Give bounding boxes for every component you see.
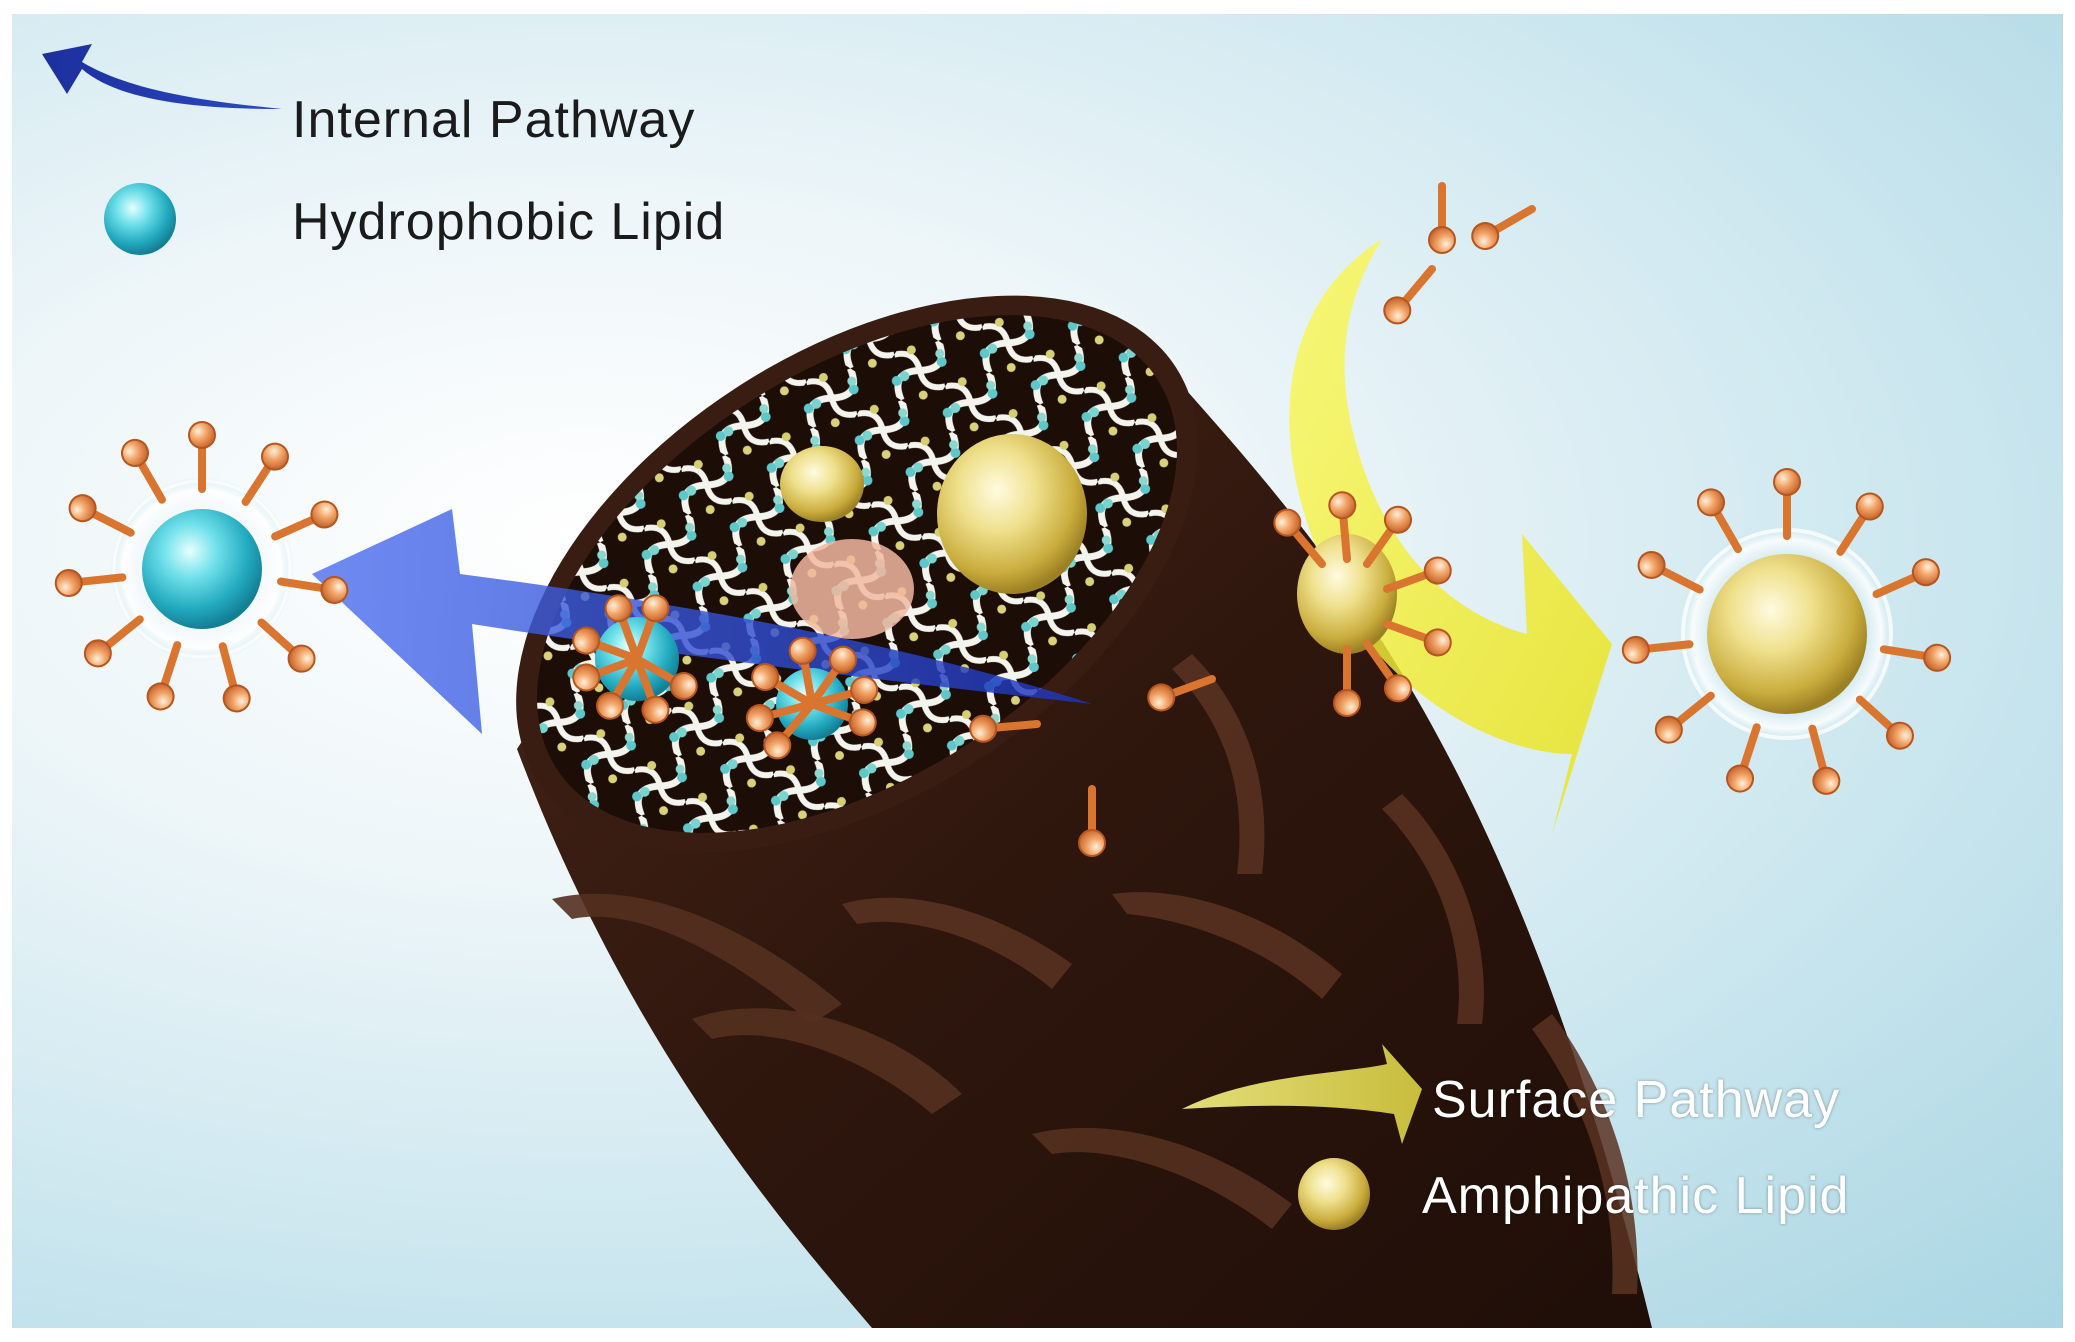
legend-hydrophobic-lipid-label: Hydrophobic Lipid <box>292 193 726 251</box>
emulsifying-hydrophobic-lipid <box>744 636 880 764</box>
internal-amphipathic-droplet <box>780 446 864 522</box>
micelle-icon <box>54 422 349 714</box>
surface-pathway-arrow-icon <box>1182 1044 1422 1144</box>
legend-amphipathic-lipid-label: Amphipathic Lipid <box>1422 1167 1850 1225</box>
amphipathic-lipid-icon <box>1298 1158 1370 1230</box>
internal-amphipathic-droplet <box>937 434 1087 594</box>
hydrophobic-lipid-icon <box>104 183 176 255</box>
micelle-icon <box>1622 469 1952 797</box>
illustration-canvas: Internal Pathway Hydrophobic Lipid Surfa… <box>12 14 2063 1328</box>
internal-pathway-flow-arrow <box>312 509 1092 734</box>
legend-surface-pathway-label: Surface Pathway <box>1432 1071 1841 1129</box>
internal-pathway-arrow-icon <box>42 44 282 109</box>
emulsifying-amphipathic-lipid <box>1269 491 1454 716</box>
hair-washing-diagram <box>42 44 2063 1328</box>
hair-fiber-icon <box>516 295 1652 1328</box>
surface-pathway-flow-arrow <box>1289 239 1612 834</box>
legend-internal-pathway-label: Internal Pathway <box>292 91 696 149</box>
emulsifying-hydrophobic-lipid <box>570 592 702 727</box>
